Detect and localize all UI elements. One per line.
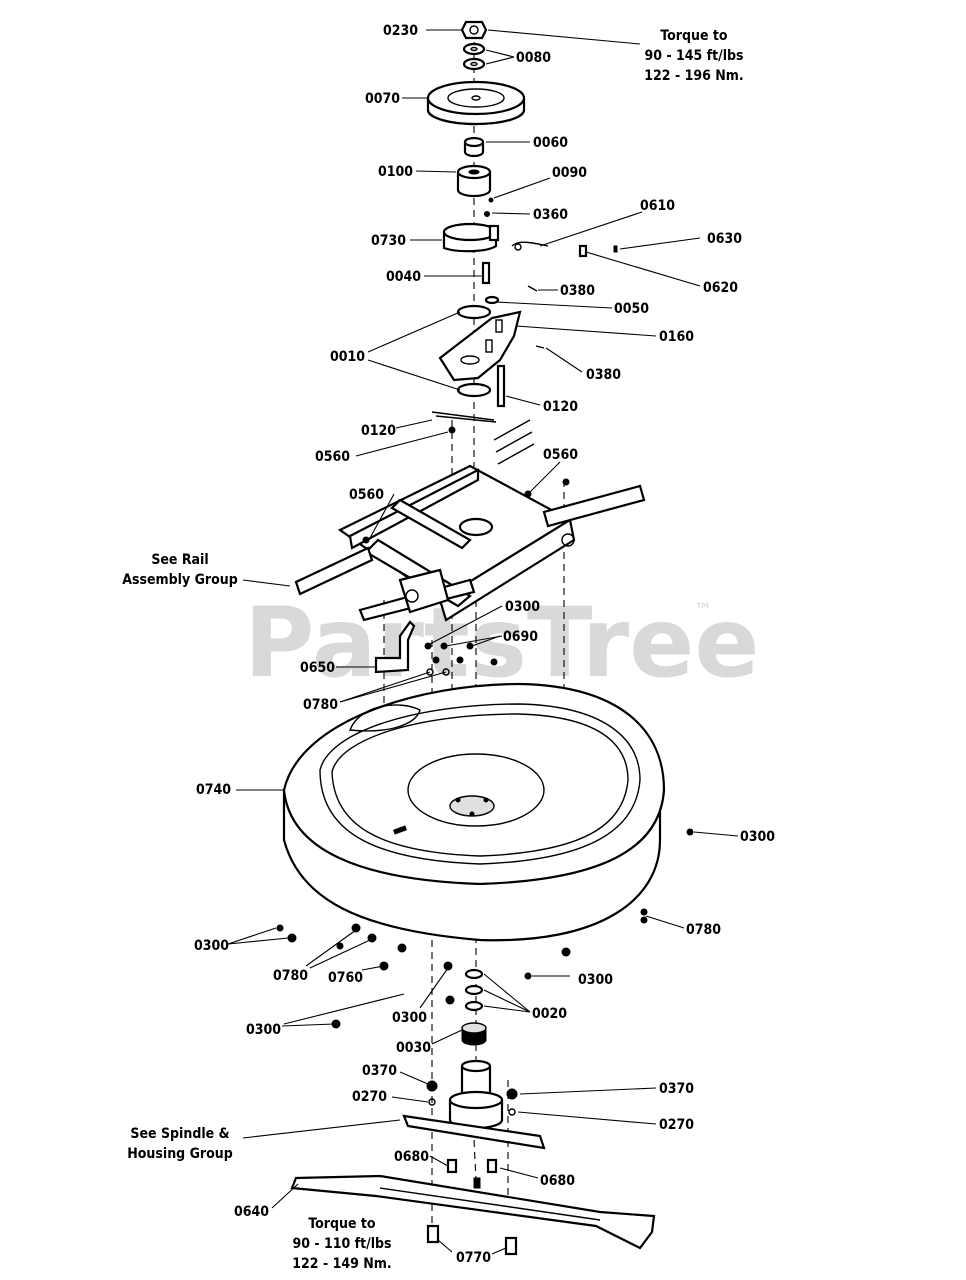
part-labels: 0230 0080 0070 0060 0100 0090 0360 0610 …	[194, 23, 775, 1266]
watermark-trademark: ™	[694, 600, 712, 621]
washers-0020	[464, 968, 484, 1012]
part-label: 0640	[234, 1204, 269, 1220]
gear-0030	[461, 1022, 487, 1046]
part-label: 0730	[371, 233, 406, 249]
pin-0610	[511, 241, 549, 251]
part-label: 0630	[707, 231, 742, 247]
part-label: 0780	[303, 697, 338, 713]
part-label: 0680	[540, 1173, 575, 1189]
part-label: 0300	[194, 938, 229, 954]
part-label: 0160	[659, 329, 694, 345]
part-label: 0780	[273, 968, 308, 984]
part-label: 0010	[330, 349, 365, 365]
part-label: 0070	[365, 91, 400, 107]
part-label: 0050	[614, 301, 649, 317]
part-label: 0680	[394, 1149, 429, 1165]
part-label: 0360	[533, 207, 568, 223]
part-label: 0560	[543, 447, 578, 463]
part-label: 0760	[328, 970, 363, 986]
part-label: 0300	[578, 972, 613, 988]
torque-note-bottom-line-2: 90 - 110 ft/lbs	[292, 1236, 391, 1252]
bracket-0650	[374, 620, 416, 674]
torque-note-top-line-1: Torque to	[660, 28, 728, 44]
hub-0100	[456, 164, 492, 198]
bolts-0770	[426, 1224, 518, 1256]
part-label: 0080	[516, 50, 551, 66]
washer-0050	[484, 295, 500, 305]
part-label: 0270	[659, 1117, 694, 1133]
pin-0040	[481, 261, 491, 285]
part-label: 0040	[386, 269, 421, 285]
bolts-0680	[446, 1158, 498, 1189]
torque-note-top: Torque to 90 - 145 ft/lbs 122 - 196 Nm.	[644, 28, 743, 84]
nut-0230	[460, 20, 488, 40]
part-label: 0650	[300, 660, 335, 676]
mower-deck-0740	[282, 682, 666, 942]
part-label: 0020	[532, 1006, 567, 1022]
clamp-0730	[442, 222, 500, 253]
part-label: 0610	[640, 198, 675, 214]
torque-note-bottom-line-1: Torque to	[308, 1216, 376, 1232]
part-label: 0300	[505, 599, 540, 615]
part-label: 0380	[586, 367, 621, 383]
part-label: 0300	[246, 1022, 281, 1038]
leader-lines	[227, 29, 739, 1255]
deck-hardware	[276, 828, 694, 1029]
part-label: 0560	[349, 487, 384, 503]
washers-0080	[462, 42, 486, 71]
rail-note-line-2: Assembly Group	[122, 572, 238, 588]
part-label: 0120	[361, 423, 396, 439]
torque-note-bottom-line-3: 122 - 149 Nm.	[292, 1256, 391, 1272]
spindle-housing-note: See Spindle & Housing Group	[127, 1126, 233, 1162]
part-label: 0740	[196, 782, 231, 798]
pulley-0070	[426, 80, 526, 126]
small-parts-0090-0360	[484, 197, 494, 217]
rings-0010	[456, 304, 492, 398]
part-label: 0300	[392, 1010, 427, 1026]
part-label: 0060	[533, 135, 568, 151]
parts-0620-0630	[578, 244, 618, 258]
spindle-assembly	[402, 1059, 546, 1150]
part-label: 0370	[362, 1063, 397, 1079]
part-label: 0780	[686, 922, 721, 938]
blade-0640	[290, 1174, 656, 1250]
part-label: 0270	[352, 1089, 387, 1105]
part-label: 0120	[543, 399, 578, 415]
part-label: 0620	[703, 280, 738, 296]
part-label: 0090	[552, 165, 587, 181]
rail-assembly-note: See Rail Assembly Group	[122, 552, 238, 588]
watermark: PartsTree ™	[244, 587, 759, 699]
part-label: 0370	[659, 1081, 694, 1097]
part-label: 0690	[503, 629, 538, 645]
part-label: 0230	[383, 23, 418, 39]
plate-0160	[438, 310, 522, 382]
watermark-text: PartsTree	[244, 587, 759, 699]
torque-note-top-line-2: 90 - 145 ft/lbs	[644, 48, 743, 64]
deck-lift-frame	[294, 419, 646, 622]
bearing-0060	[463, 136, 485, 158]
rail-note-line-1: See Rail	[151, 552, 208, 568]
part-label: 0030	[396, 1040, 431, 1056]
pins-0380	[527, 285, 545, 349]
spindle-note-line-2: Housing Group	[127, 1146, 233, 1162]
part-label: 0100	[378, 164, 413, 180]
part-label: 0380	[560, 283, 595, 299]
part-label: 0560	[315, 449, 350, 465]
part-label: 0770	[456, 1250, 491, 1266]
torque-note-bottom: Torque to 90 - 110 ft/lbs 122 - 149 Nm.	[292, 1216, 391, 1272]
torque-note-top-line-3: 122 - 196 Nm.	[644, 68, 743, 84]
spring-0120	[431, 364, 506, 423]
part-label: 0300	[740, 829, 775, 845]
spindle-note-line-1: See Spindle &	[130, 1126, 229, 1142]
